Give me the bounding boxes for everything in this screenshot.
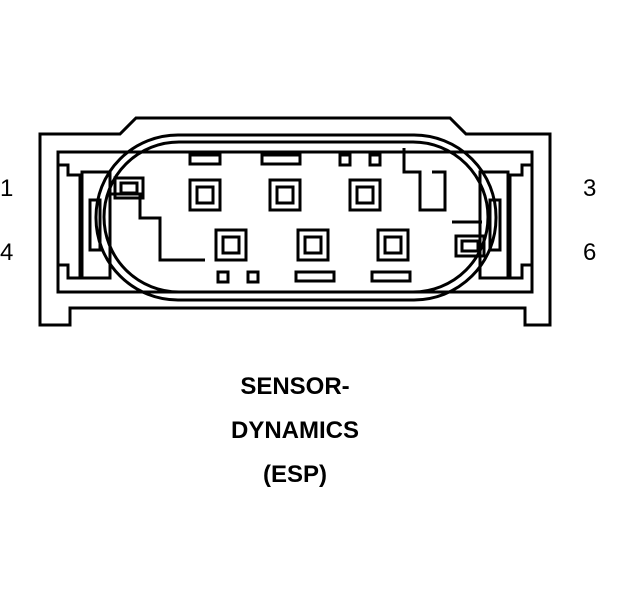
right-latch-tab bbox=[488, 198, 502, 252]
terminal-pin-5 bbox=[296, 228, 330, 262]
terminal-pin-1 bbox=[188, 178, 222, 212]
bottom-slot-1 bbox=[294, 270, 336, 283]
right-side-terminal bbox=[454, 234, 486, 258]
connector-outer-housing bbox=[38, 116, 552, 327]
bottom-square-2 bbox=[246, 270, 260, 284]
left-latch-inner bbox=[80, 170, 112, 280]
top-slot-2 bbox=[260, 153, 302, 166]
pin-label-bottom-right: 6 bbox=[583, 239, 597, 266]
connector-inner-housing bbox=[56, 150, 534, 294]
caption-line-2: DYNAMICS bbox=[230, 417, 359, 444]
top-slot-1 bbox=[188, 153, 222, 166]
terminal-pin-2 bbox=[268, 178, 302, 212]
top-square-2 bbox=[368, 153, 382, 167]
oval-gasket-inner bbox=[102, 140, 490, 294]
caption-line-3: (ESP) bbox=[262, 461, 327, 488]
right-latch-bracket bbox=[508, 163, 532, 280]
terminal-pin-4 bbox=[214, 228, 248, 262]
terminal-pin-3 bbox=[348, 178, 382, 212]
left-latch-bracket bbox=[58, 163, 82, 280]
pin-label-top-right: 3 bbox=[583, 175, 597, 202]
bottom-square-1 bbox=[216, 270, 230, 284]
left-side-terminal bbox=[113, 176, 145, 200]
right-keying-channel bbox=[402, 148, 447, 212]
caption-line-1: SENSOR- bbox=[240, 373, 350, 400]
terminal-pin-6 bbox=[376, 228, 410, 262]
top-square-1 bbox=[338, 153, 352, 167]
bottom-slot-2 bbox=[370, 270, 412, 283]
pin-label-bottom-left: 4 bbox=[0, 239, 14, 266]
pin-label-top-left: 1 bbox=[0, 175, 14, 202]
oval-gasket-outer bbox=[94, 133, 498, 302]
right-latch-inner bbox=[478, 170, 510, 280]
